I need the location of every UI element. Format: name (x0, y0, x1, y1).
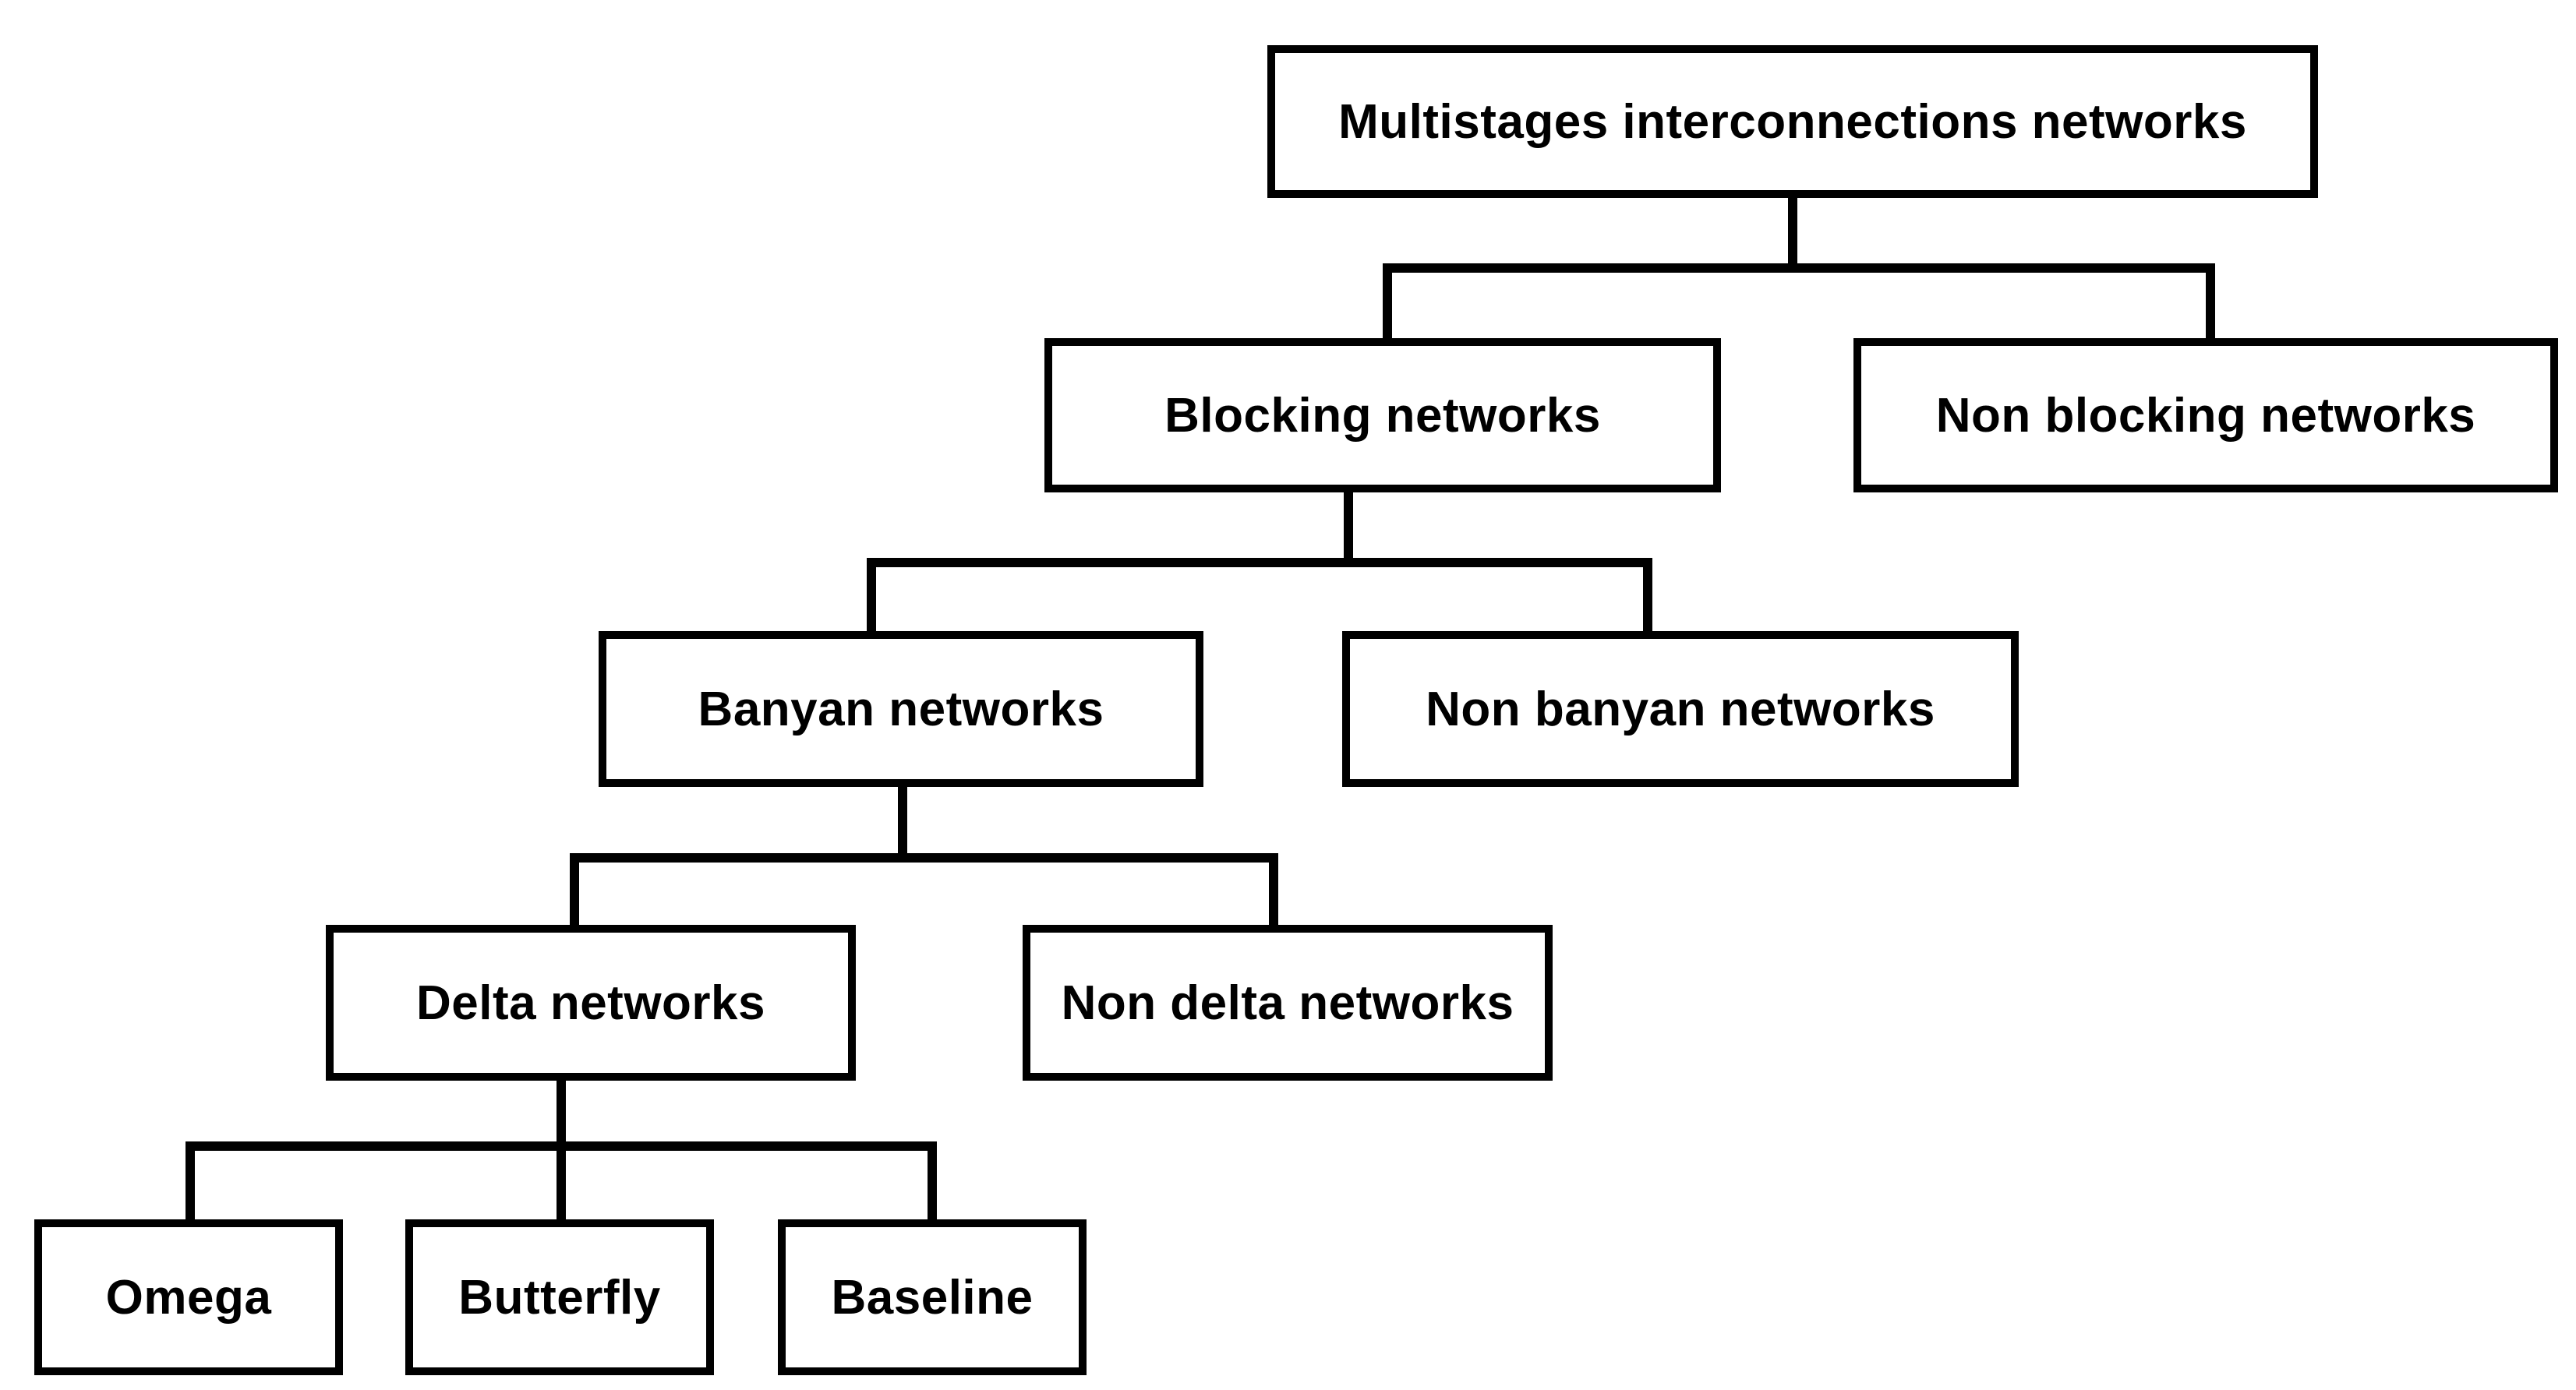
node-blocking-networks: Blocking networks (1044, 338, 1721, 492)
node-baseline: Baseline (778, 1219, 1087, 1375)
node-non-delta-networks: Non delta networks (1023, 925, 1553, 1081)
connector-delta-drop-omega (186, 1141, 195, 1219)
connector-banyan-drop-nondelta (1269, 853, 1278, 931)
node-banyan-networks: Banyan networks (599, 631, 1203, 787)
connector-banyan-stem (898, 783, 907, 861)
connector-delta-bar (186, 1141, 937, 1151)
connector-delta-drop-baseline (928, 1141, 937, 1219)
connector-root-drop-nonblocking (2206, 263, 2215, 341)
node-butterfly: Butterfly (405, 1219, 714, 1375)
node-non-banyan-networks: Non banyan networks (1342, 631, 2019, 787)
node-multistages-interconnections-networks: Multistages interconnections networks (1267, 45, 2318, 198)
connector-blocking-bar (867, 558, 1652, 567)
node-non-blocking-networks: Non blocking networks (1853, 338, 2558, 492)
connector-delta-stem (557, 1078, 566, 1243)
connector-banyan-bar (570, 853, 1278, 863)
connector-blocking-drop-banyan (867, 558, 876, 636)
connector-root-stem (1788, 193, 1797, 271)
connector-root-bar (1383, 263, 2215, 273)
connector-root-drop-blocking (1383, 263, 1392, 341)
connector-banyan-drop-delta (570, 853, 579, 931)
connector-blocking-drop-nonbanyan (1643, 558, 1652, 636)
node-delta-networks: Delta networks (326, 925, 856, 1081)
connector-blocking-stem (1344, 488, 1353, 566)
node-omega: Omega (34, 1219, 343, 1375)
